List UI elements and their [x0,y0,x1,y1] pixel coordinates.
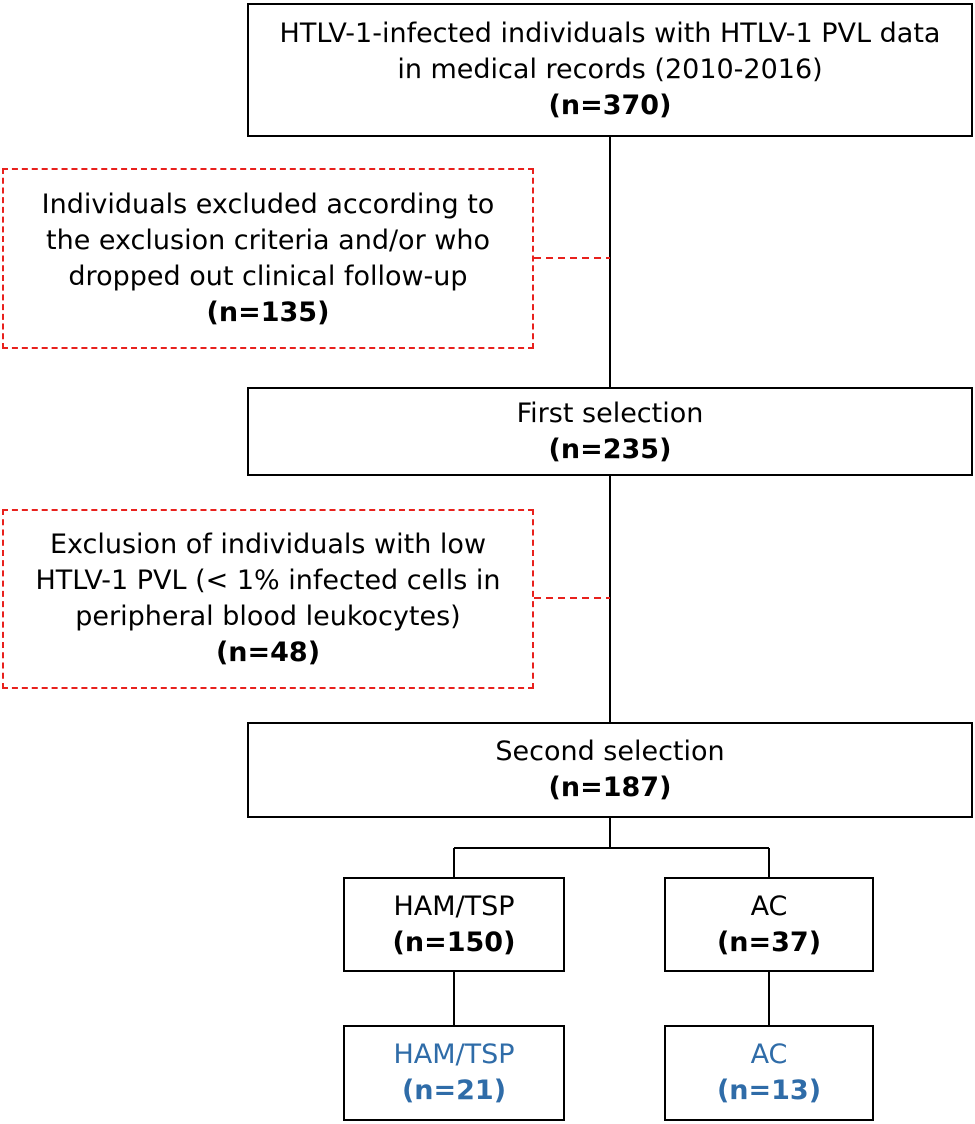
box-second-selection-count: (n=187) [548,772,672,803]
box-second-selection: Second selection (n=187) [247,722,973,818]
box-ham-tsp-final-count: (n=21) [401,1075,507,1106]
box-initial: HTLV-1-infected individuals with HTLV-1 … [247,3,973,137]
box-first-selection-line-1: First selection [516,397,704,429]
box-initial-line-1: HTLV-1-infected individuals with HTLV-1 … [279,18,941,49]
box-excluded-2-line-1: Exclusion of individuals with low [49,529,487,560]
box-ac: AC (n=37) [664,877,874,972]
box-excluded-1-line-3: dropped out clinical follow-up [68,260,468,292]
box-ham-tsp-final-line-1: HAM/TSP [393,1039,515,1070]
box-initial-count: (n=370) [548,90,672,121]
box-excluded-2-line-2: HTLV-1 PVL (< 1% infected cells in [35,565,501,596]
box-first-selection: First selection (n=235) [247,387,973,476]
box-excluded-1-line-1: Individuals excluded according to [41,188,495,220]
box-ac-line-1: AC [750,890,788,922]
box-excluded-1-count: (n=135) [206,296,330,328]
box-excluded-2-count: (n=48) [215,637,321,668]
box-ac-final-line-1: AC [750,1039,788,1070]
box-ac-final-count: (n=13) [716,1075,822,1106]
box-ham-tsp-count: (n=150) [392,926,516,958]
box-ac-final: AC (n=13) [664,1025,874,1121]
box-first-selection-count: (n=235) [548,433,672,465]
box-second-selection-line-1: Second selection [495,736,725,767]
box-ham-tsp: HAM/TSP (n=150) [343,877,565,972]
box-initial-line-2: in medical records (2010-2016) [397,54,823,85]
box-ham-tsp-line-1: HAM/TSP [393,890,515,922]
box-excluded-2-line-3: peripheral blood leukocytes) [75,601,461,632]
box-excluded-2: Exclusion of individuals with low HTLV-1… [2,509,534,689]
box-excluded-1: Individuals excluded according to the ex… [2,168,534,349]
box-ac-count: (n=37) [716,926,822,958]
box-excluded-1-line-2: the exclusion criteria and/or who [46,224,490,256]
box-ham-tsp-final: HAM/TSP (n=21) [343,1025,565,1121]
